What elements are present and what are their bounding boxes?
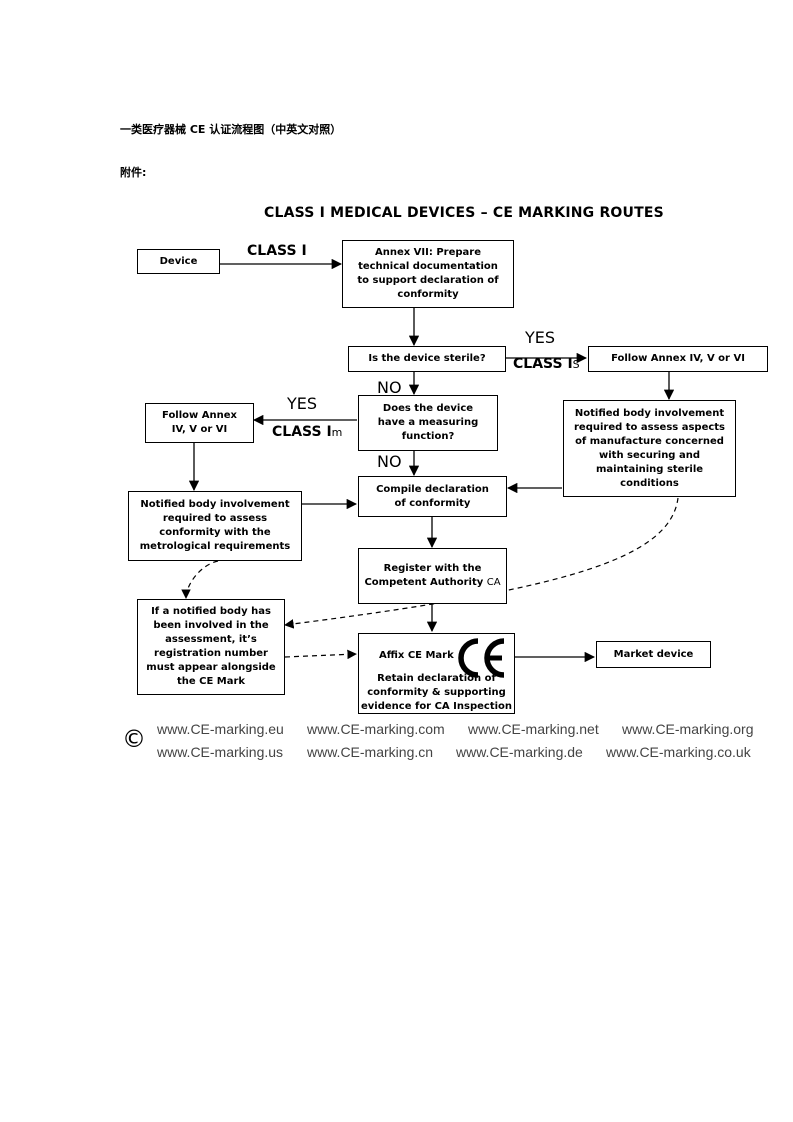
class-is-sub: S	[572, 358, 580, 371]
ce-mark-logo	[458, 638, 505, 678]
sterile-question-box: Is the device sterile?	[348, 346, 506, 372]
yes-measuring-label: YES	[287, 394, 318, 413]
url-link[interactable]: www.CE-marking.net	[468, 721, 599, 737]
measuring-question-box: Does the device have a measuring functio…	[358, 395, 498, 451]
affix-ce-box: Affix CE Mark Retain declaration of conf…	[358, 633, 515, 714]
diagram-title: CLASS I MEDICAL DEVICES – CE MARKING ROU…	[264, 205, 664, 221]
device-box: Device	[137, 249, 220, 274]
follow-annex-left-label: Follow Annex IV, V or VI	[162, 410, 237, 435]
register-label: Register with the Competent Authority CA	[363, 562, 502, 590]
dashed-notified-sterile-to-number	[284, 497, 679, 629]
attachment-label: 附件:	[120, 166, 147, 179]
class-im-label: CLASS Im	[272, 424, 342, 440]
url-link[interactable]: www.CE-marking.us	[157, 744, 284, 760]
yes-sterile-label: YES	[525, 328, 556, 347]
follow-annex-right-box: Follow Annex IV, V or VI	[588, 346, 768, 372]
register-text: Register with the Competent Authority	[364, 563, 484, 588]
url-link[interactable]: www.CE-marking.cn	[307, 744, 434, 760]
register-ca-suffix: CA	[486, 577, 501, 588]
annex-vii-box: Annex VII: Prepare technical documentati…	[342, 240, 514, 308]
url-link[interactable]: www.CE-marking.co.uk	[606, 744, 751, 760]
dashed-notified-metro-to-number	[181, 560, 219, 599]
follow-annex-right-label: Follow Annex IV, V or VI	[611, 353, 745, 364]
device-box-label: Device	[159, 255, 198, 267]
sterile-question-label: Is the device sterile?	[368, 353, 486, 364]
follow-annex-left-box: Follow Annex IV, V or VI	[145, 403, 254, 443]
copyright-icon: ©	[122, 725, 146, 753]
no-sterile-label: NO	[377, 378, 402, 397]
class-is-main: CLASS I	[513, 356, 573, 372]
notified-number-box: If a notified body has been involved in …	[137, 599, 285, 695]
affix-ce-label: Affix CE Mark	[379, 650, 454, 661]
market-device-box: Market device	[596, 641, 711, 668]
annex-vii-label: Annex VII: Prepare technical documentati…	[357, 247, 499, 300]
url-link[interactable]: www.CE-marking.eu	[157, 721, 284, 737]
register-box: Register with the Competent Authority CA	[358, 548, 507, 604]
no-measuring-label: NO	[377, 452, 402, 471]
url-link[interactable]: www.CE-marking.com	[307, 721, 445, 737]
market-device-label: Market device	[613, 648, 694, 660]
url-link[interactable]: www.CE-marking.de	[456, 744, 583, 760]
notified-metrological-label: Notified body involvement required to as…	[139, 499, 291, 552]
notified-metrological-box: Notified body involvement required to as…	[128, 491, 302, 561]
url-link[interactable]: www.CE-marking.org	[622, 721, 754, 737]
notified-number-label: If a notified body has been involved in …	[146, 606, 276, 687]
notified-sterile-label: Notified body involvement required to as…	[573, 407, 726, 489]
compile-declaration-box: Compile declaration of conformity	[358, 476, 507, 517]
measuring-question-label: Does the device have a measuring functio…	[377, 403, 479, 442]
document-heading: 一类医疗器械 CE 认证流程图（中英文对照）	[120, 123, 342, 136]
class-im-main: CLASS I	[272, 424, 332, 440]
class-is-label: CLASS IS	[513, 356, 580, 372]
compile-declaration-label: Compile declaration of conformity	[376, 483, 489, 509]
notified-sterile-box: Notified body involvement required to as…	[563, 400, 736, 497]
class-im-sub: m	[331, 426, 343, 439]
retain-label: Retain declaration of conformity & suppo…	[360, 673, 513, 712]
dashed-number-to-affix	[284, 649, 357, 660]
class-i-label: CLASS I	[247, 243, 307, 259]
